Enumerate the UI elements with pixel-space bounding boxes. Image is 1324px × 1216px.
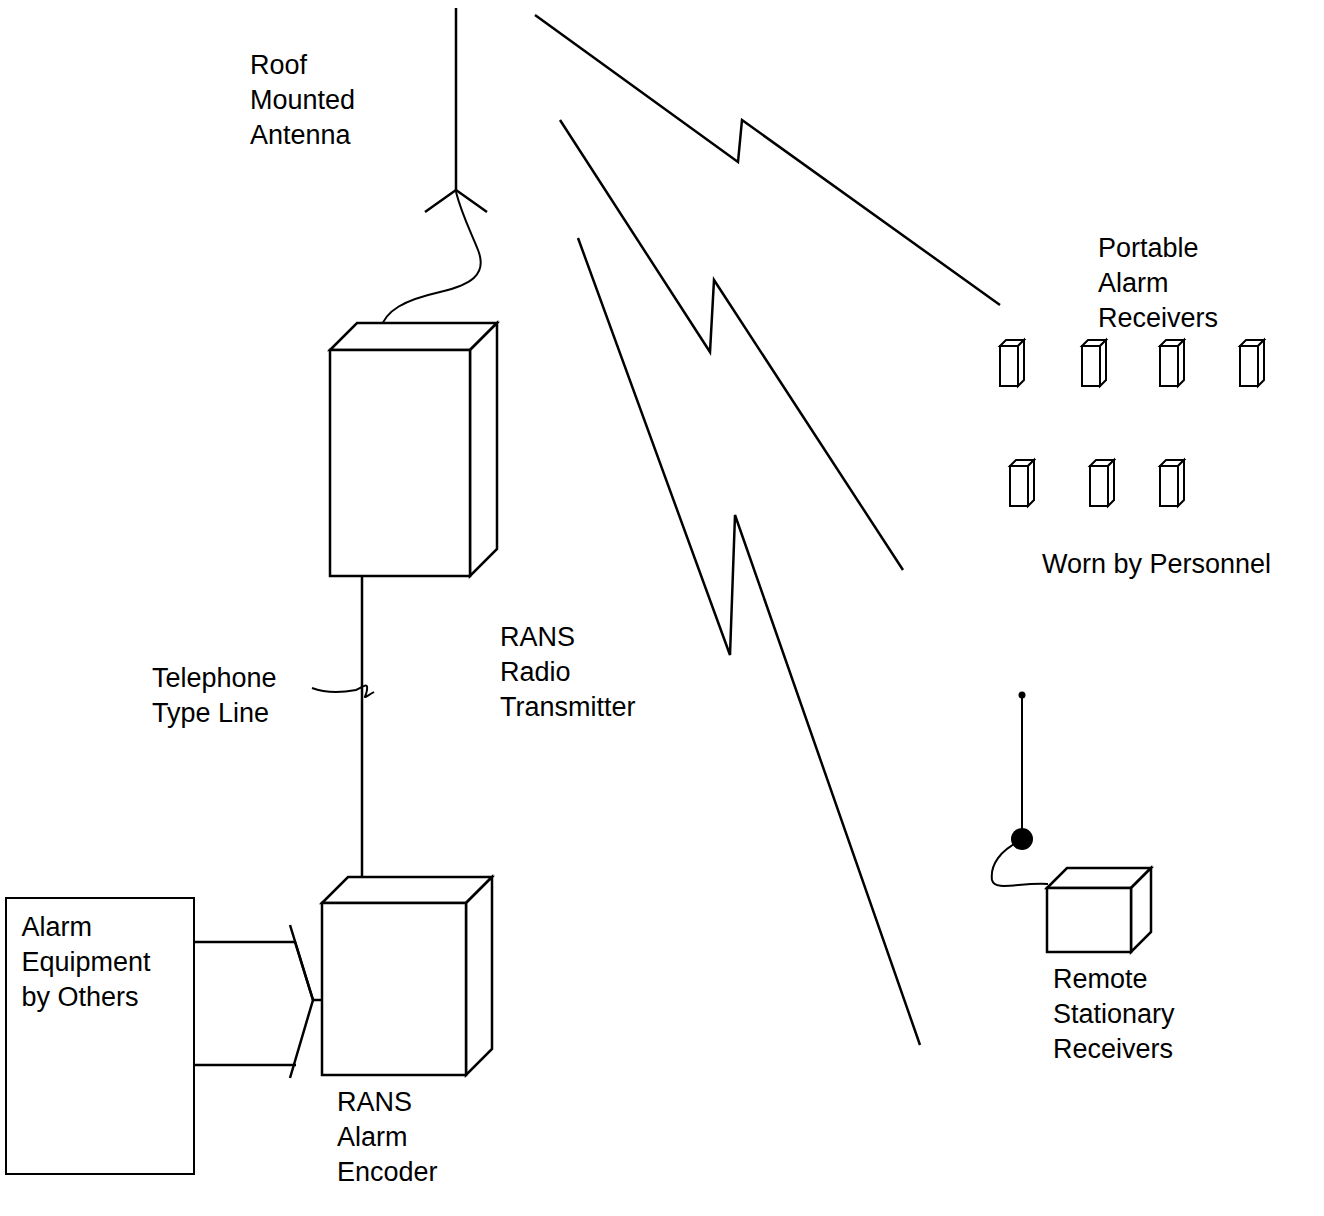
receiver-front [1160, 466, 1178, 506]
receiver-front [1010, 466, 1028, 506]
node-caption: RANS Radio Transmitter [500, 620, 636, 725]
antenna-mast [455, 8, 458, 192]
radio-wave [560, 120, 903, 570]
box-front [1047, 888, 1131, 952]
box-front [322, 903, 466, 1075]
radio-wave [535, 15, 1000, 305]
input-wire [195, 942, 322, 1000]
antenna-ball [1011, 828, 1033, 850]
receiver-front [1090, 466, 1108, 506]
box-top [322, 877, 492, 903]
box-side [466, 877, 492, 1075]
input-wire [195, 1064, 296, 1067]
receiver-front [1000, 346, 1018, 386]
node-caption: RANS Alarm Encoder [337, 1085, 438, 1190]
antenna-tip [1019, 692, 1026, 699]
telephone-line [361, 576, 364, 877]
receiver-front [1082, 346, 1100, 386]
node-caption: Remote Stationary Receivers [1053, 962, 1175, 1067]
connector-bracket [290, 925, 313, 1078]
box-outline [1047, 868, 1151, 952]
box-outline [330, 323, 497, 576]
box-top [330, 323, 497, 350]
box-side [1131, 868, 1151, 952]
edge-label: Telephone Type Line [152, 661, 277, 731]
receiver-box: Remote Stationary Receivers [1047, 868, 1151, 952]
antenna-label: Roof Mounted Antenna [250, 48, 355, 153]
leader-line [312, 685, 374, 697]
receiver-front [1240, 346, 1258, 386]
receiver-front [1160, 346, 1178, 386]
equipment-box: Alarm Equipment by Others [5, 897, 195, 1175]
node-text: Alarm Equipment by Others [22, 910, 151, 1015]
portable-receivers [1000, 340, 1264, 506]
box-front [330, 350, 470, 576]
receiver-antenna [1021, 696, 1023, 830]
receivers-label: Portable Alarm Receivers [1098, 231, 1218, 336]
box-outline [322, 877, 492, 1075]
personnel-note: Worn by Personnel [1042, 547, 1271, 582]
box-side [470, 323, 497, 576]
radio-wave [578, 238, 920, 1045]
transmitter-box: RANS Radio Transmitter [330, 323, 497, 576]
encoder-box: RANS Alarm Encoder [322, 877, 492, 1075]
